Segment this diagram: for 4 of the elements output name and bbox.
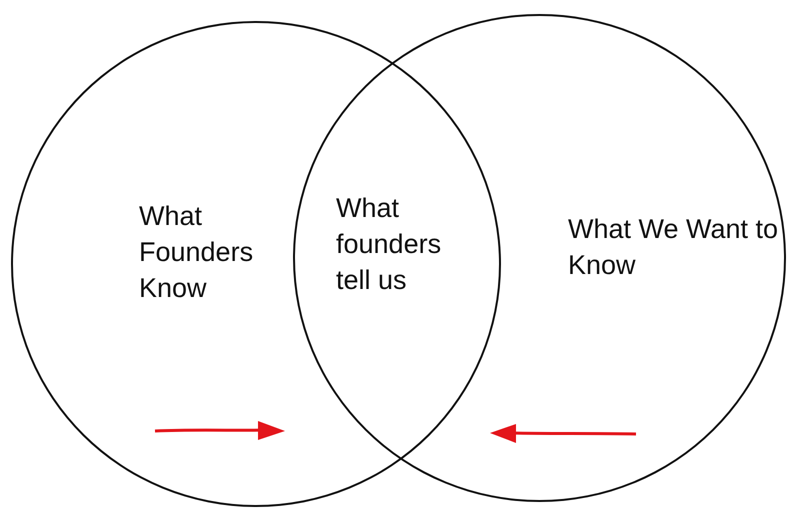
region-label: What founders tell us	[336, 192, 442, 297]
venn-circle	[293, 14, 786, 502]
region-label: What We Want to Know	[568, 213, 780, 282]
region-label: What Founders Know	[139, 200, 254, 305]
